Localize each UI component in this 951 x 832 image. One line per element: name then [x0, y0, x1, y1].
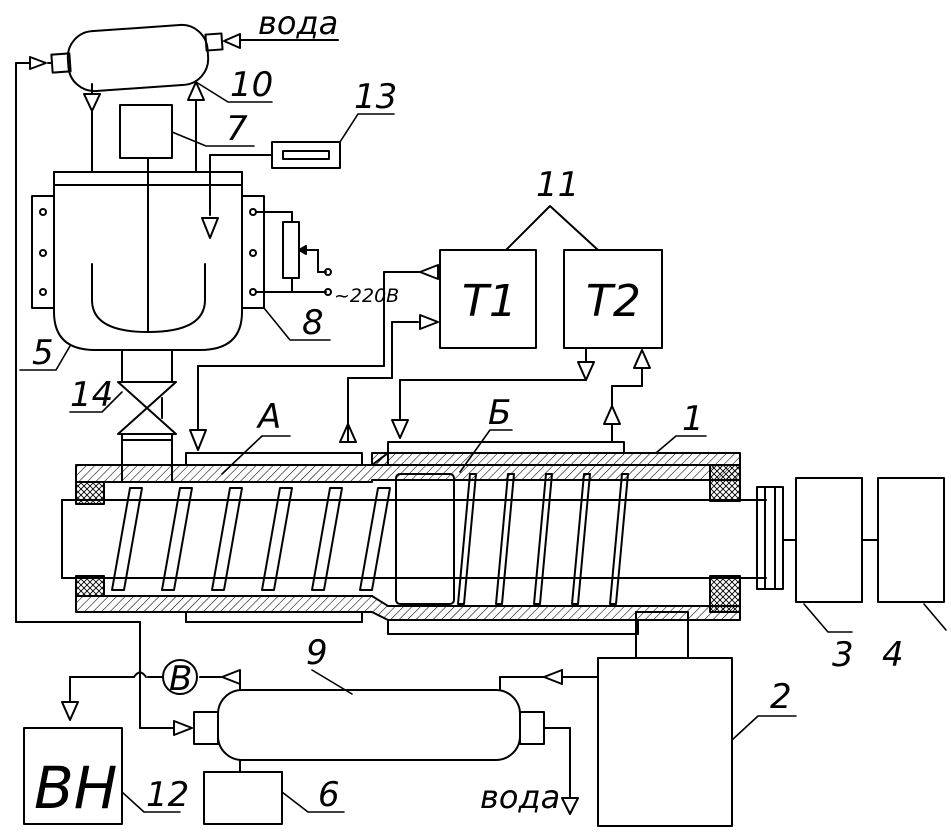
zone-b-label: Б: [488, 393, 511, 433]
thermometer-13: [201, 141, 341, 239]
label-10: 10: [230, 65, 273, 105]
t2-label: Т2: [586, 276, 641, 327]
label-12: 12: [146, 775, 189, 815]
label-7: 7: [226, 109, 248, 149]
condenser-lines: [83, 81, 205, 173]
label-3: 3: [832, 635, 854, 675]
valve-14: [117, 349, 177, 483]
water-top-label: вода: [258, 4, 338, 42]
vacuum-gauge-label: В: [169, 659, 192, 699]
water-bottom-label: вода: [480, 778, 560, 816]
label-2: 2: [770, 677, 792, 717]
t1-label: Т1: [462, 276, 517, 327]
label-6: 6: [318, 775, 340, 815]
thermostat-t2: [563, 249, 663, 349]
return-line: [15, 62, 241, 721]
label-11: 11: [536, 165, 579, 205]
heat-exchanger-9: [139, 621, 599, 825]
vacuum-pump-12: [23, 727, 123, 825]
label-1: 1: [682, 399, 704, 439]
label-8: 8: [302, 303, 324, 343]
thermostat-t1: [439, 249, 537, 349]
leader-lines: [19, 39, 947, 813]
label-13: 13: [354, 77, 397, 117]
zone-a-label: А: [256, 397, 281, 437]
thermostat-lines: [189, 205, 651, 451]
vn-label: ВН: [34, 754, 117, 822]
drive-units: [782, 477, 945, 603]
gearbox-2: [597, 611, 733, 827]
voltage-label: ~220В: [334, 285, 399, 307]
label-5: 5: [32, 333, 54, 373]
extruder-barrel: [61, 439, 784, 635]
label-14: 14: [70, 375, 113, 415]
label-9: 9: [306, 633, 328, 673]
label-4: 4: [882, 635, 904, 675]
heater-8: [255, 211, 332, 296]
